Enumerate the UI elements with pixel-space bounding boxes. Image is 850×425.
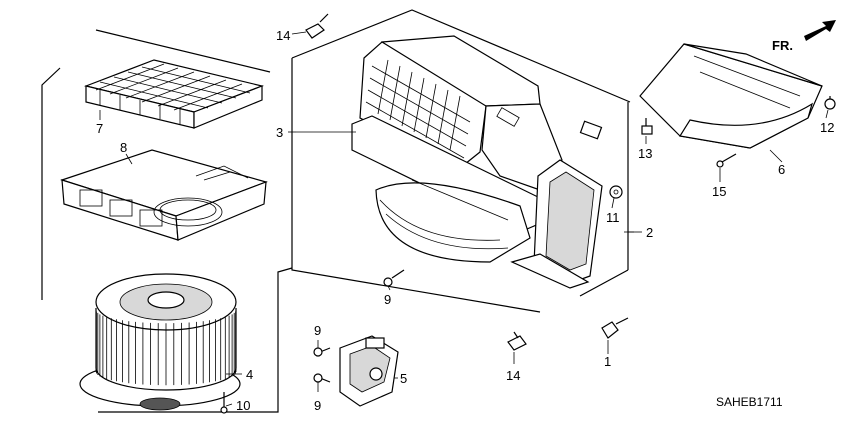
filter-tray [60,149,268,241]
callout-15: 15 [712,184,726,199]
callout-3: 3 [276,125,283,140]
intake-duct [639,43,823,149]
cabin-filter [83,59,265,129]
leader-lines [99,31,829,407]
front-arrow-icon [804,20,836,41]
callout-9-lower: 9 [314,398,321,413]
callout-14-top: 14 [276,28,290,43]
group-outline-left [41,29,293,413]
nut-icon-12 [824,96,836,110]
screw-icon-15 [716,153,737,168]
callout-4: 4 [246,367,253,382]
callout-11: 11 [606,210,620,225]
clip-icon-13 [641,118,653,135]
callout-6: 6 [778,162,785,177]
callout-10: 10 [236,398,250,413]
bolt-icon-1 [601,317,629,339]
callout-5: 5 [400,371,407,386]
blower-housing [351,35,603,263]
screw-icon-9b [313,347,331,357]
screw-icon-9c [313,373,331,383]
actuator [339,335,399,407]
front-indicator-label: FR. [772,38,793,53]
callout-9-mid: 9 [384,292,391,307]
blower-motor [79,273,241,411]
callout-1: 1 [604,354,611,369]
callout-12: 12 [820,120,834,135]
callout-14-bottom: 14 [506,368,520,383]
bolt-icon-14a [305,13,329,39]
callout-13: 13 [638,146,652,161]
bolt-icon-14b [507,331,527,351]
callout-2: 2 [646,225,653,240]
screw-icon-9a [383,269,405,287]
group-outline-housing [288,9,634,313]
diagram-code: SAHEB1711 [716,395,783,409]
screw-icon [220,392,228,414]
duct-seal-frame [510,159,603,289]
callout-9-upper: 9 [314,323,321,338]
callout-8: 8 [120,140,127,155]
nut-icon-11 [609,185,623,199]
callout-7: 7 [96,121,103,136]
